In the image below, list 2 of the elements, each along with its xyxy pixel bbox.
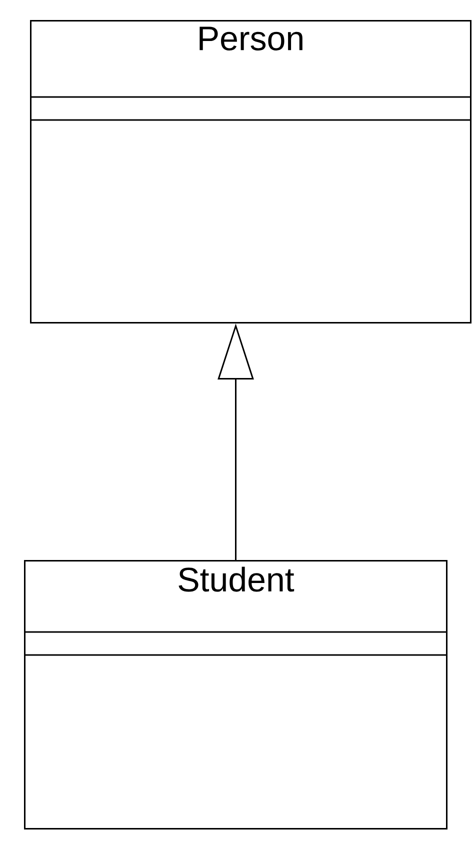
class-box: Student <box>24 560 448 830</box>
class-box: Person <box>30 20 472 324</box>
